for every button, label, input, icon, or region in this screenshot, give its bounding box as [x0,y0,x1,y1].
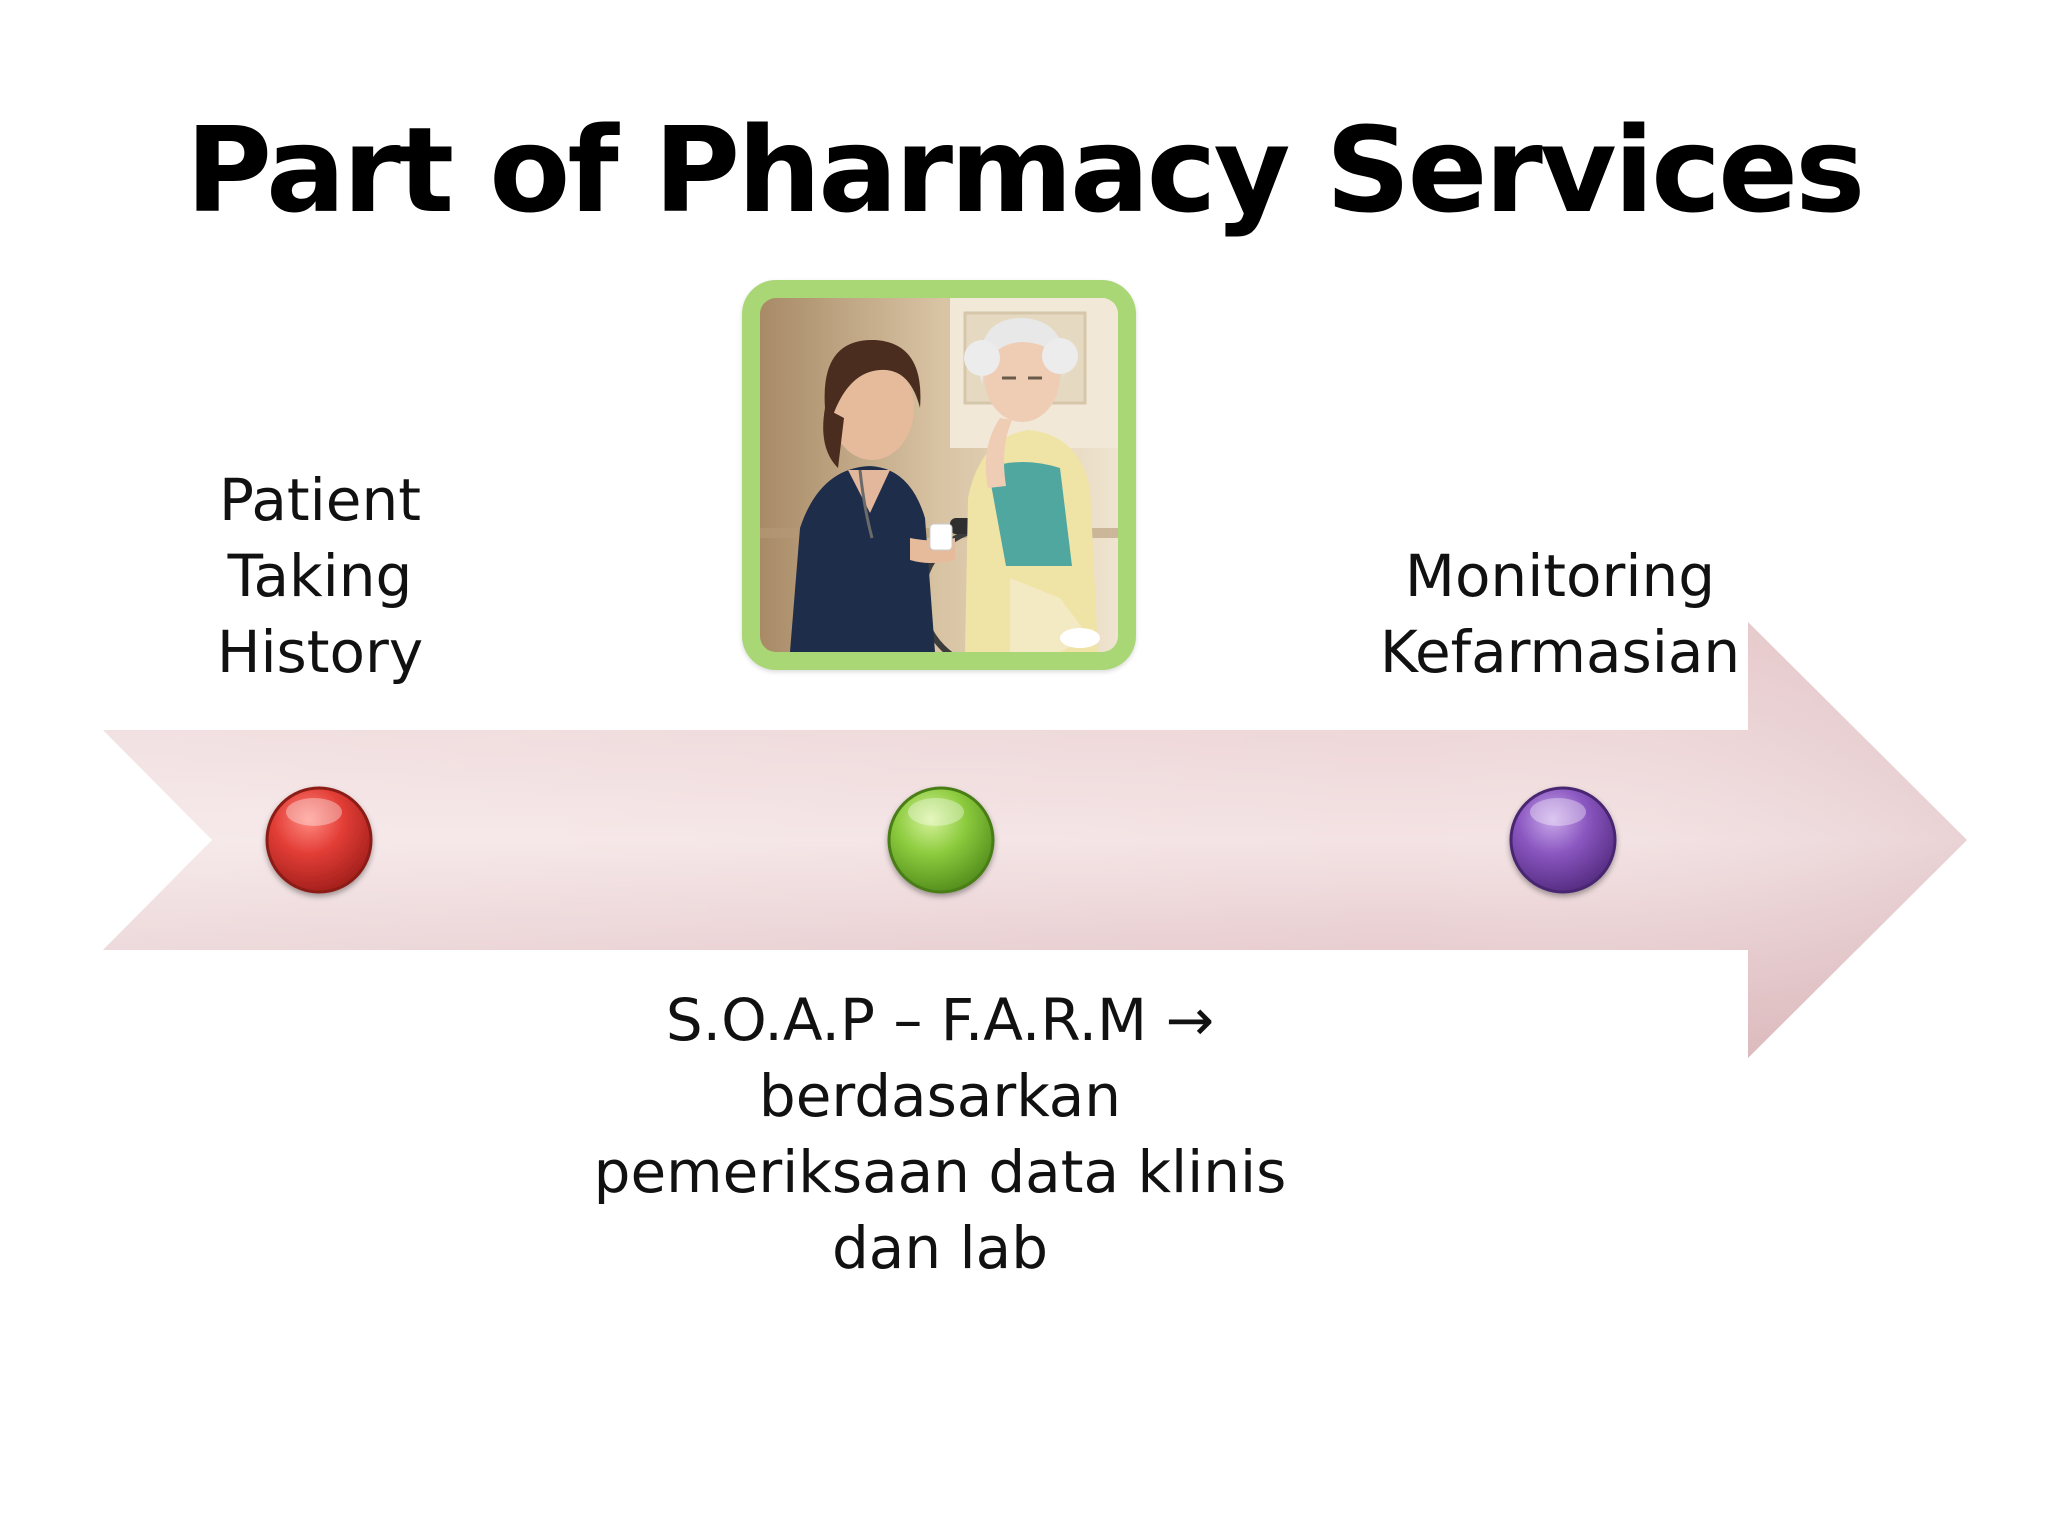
pharmacist-patient-photo [760,298,1118,652]
step-label-soap-farm: S.O.A.P – F.A.R.M → berdasarkan pemeriks… [560,982,1320,1286]
step-1-line-1: Patient [219,466,421,534]
step-3-line-2: Kefarmasian [1379,618,1741,686]
step-2-line-2: berdasarkan [758,1062,1122,1130]
step-2-line-3: pemeriksaan data klinis [593,1138,1287,1206]
step-2-line-4: dan lab [831,1214,1049,1282]
slide-title: Part of Pharmacy Services [185,101,1866,239]
step-dot-1 [265,786,373,894]
step-3-line-1: Monitoring [1404,542,1716,610]
step-dot-2 [887,786,995,894]
step-2-line-1: S.O.A.P – F.A.R.M → [665,986,1215,1054]
step-1-line-2: Taking [227,542,413,610]
step-label-monitoring-kefarmasian: Monitoring Kefarmasian [1360,538,1760,690]
photo-frame [742,280,1136,670]
timeline-arrow [103,622,1967,1058]
step-label-patient-taking-history: Patient Taking History [160,462,480,690]
step-dot-3 [1509,786,1617,894]
step-1-line-3: History [216,618,424,686]
